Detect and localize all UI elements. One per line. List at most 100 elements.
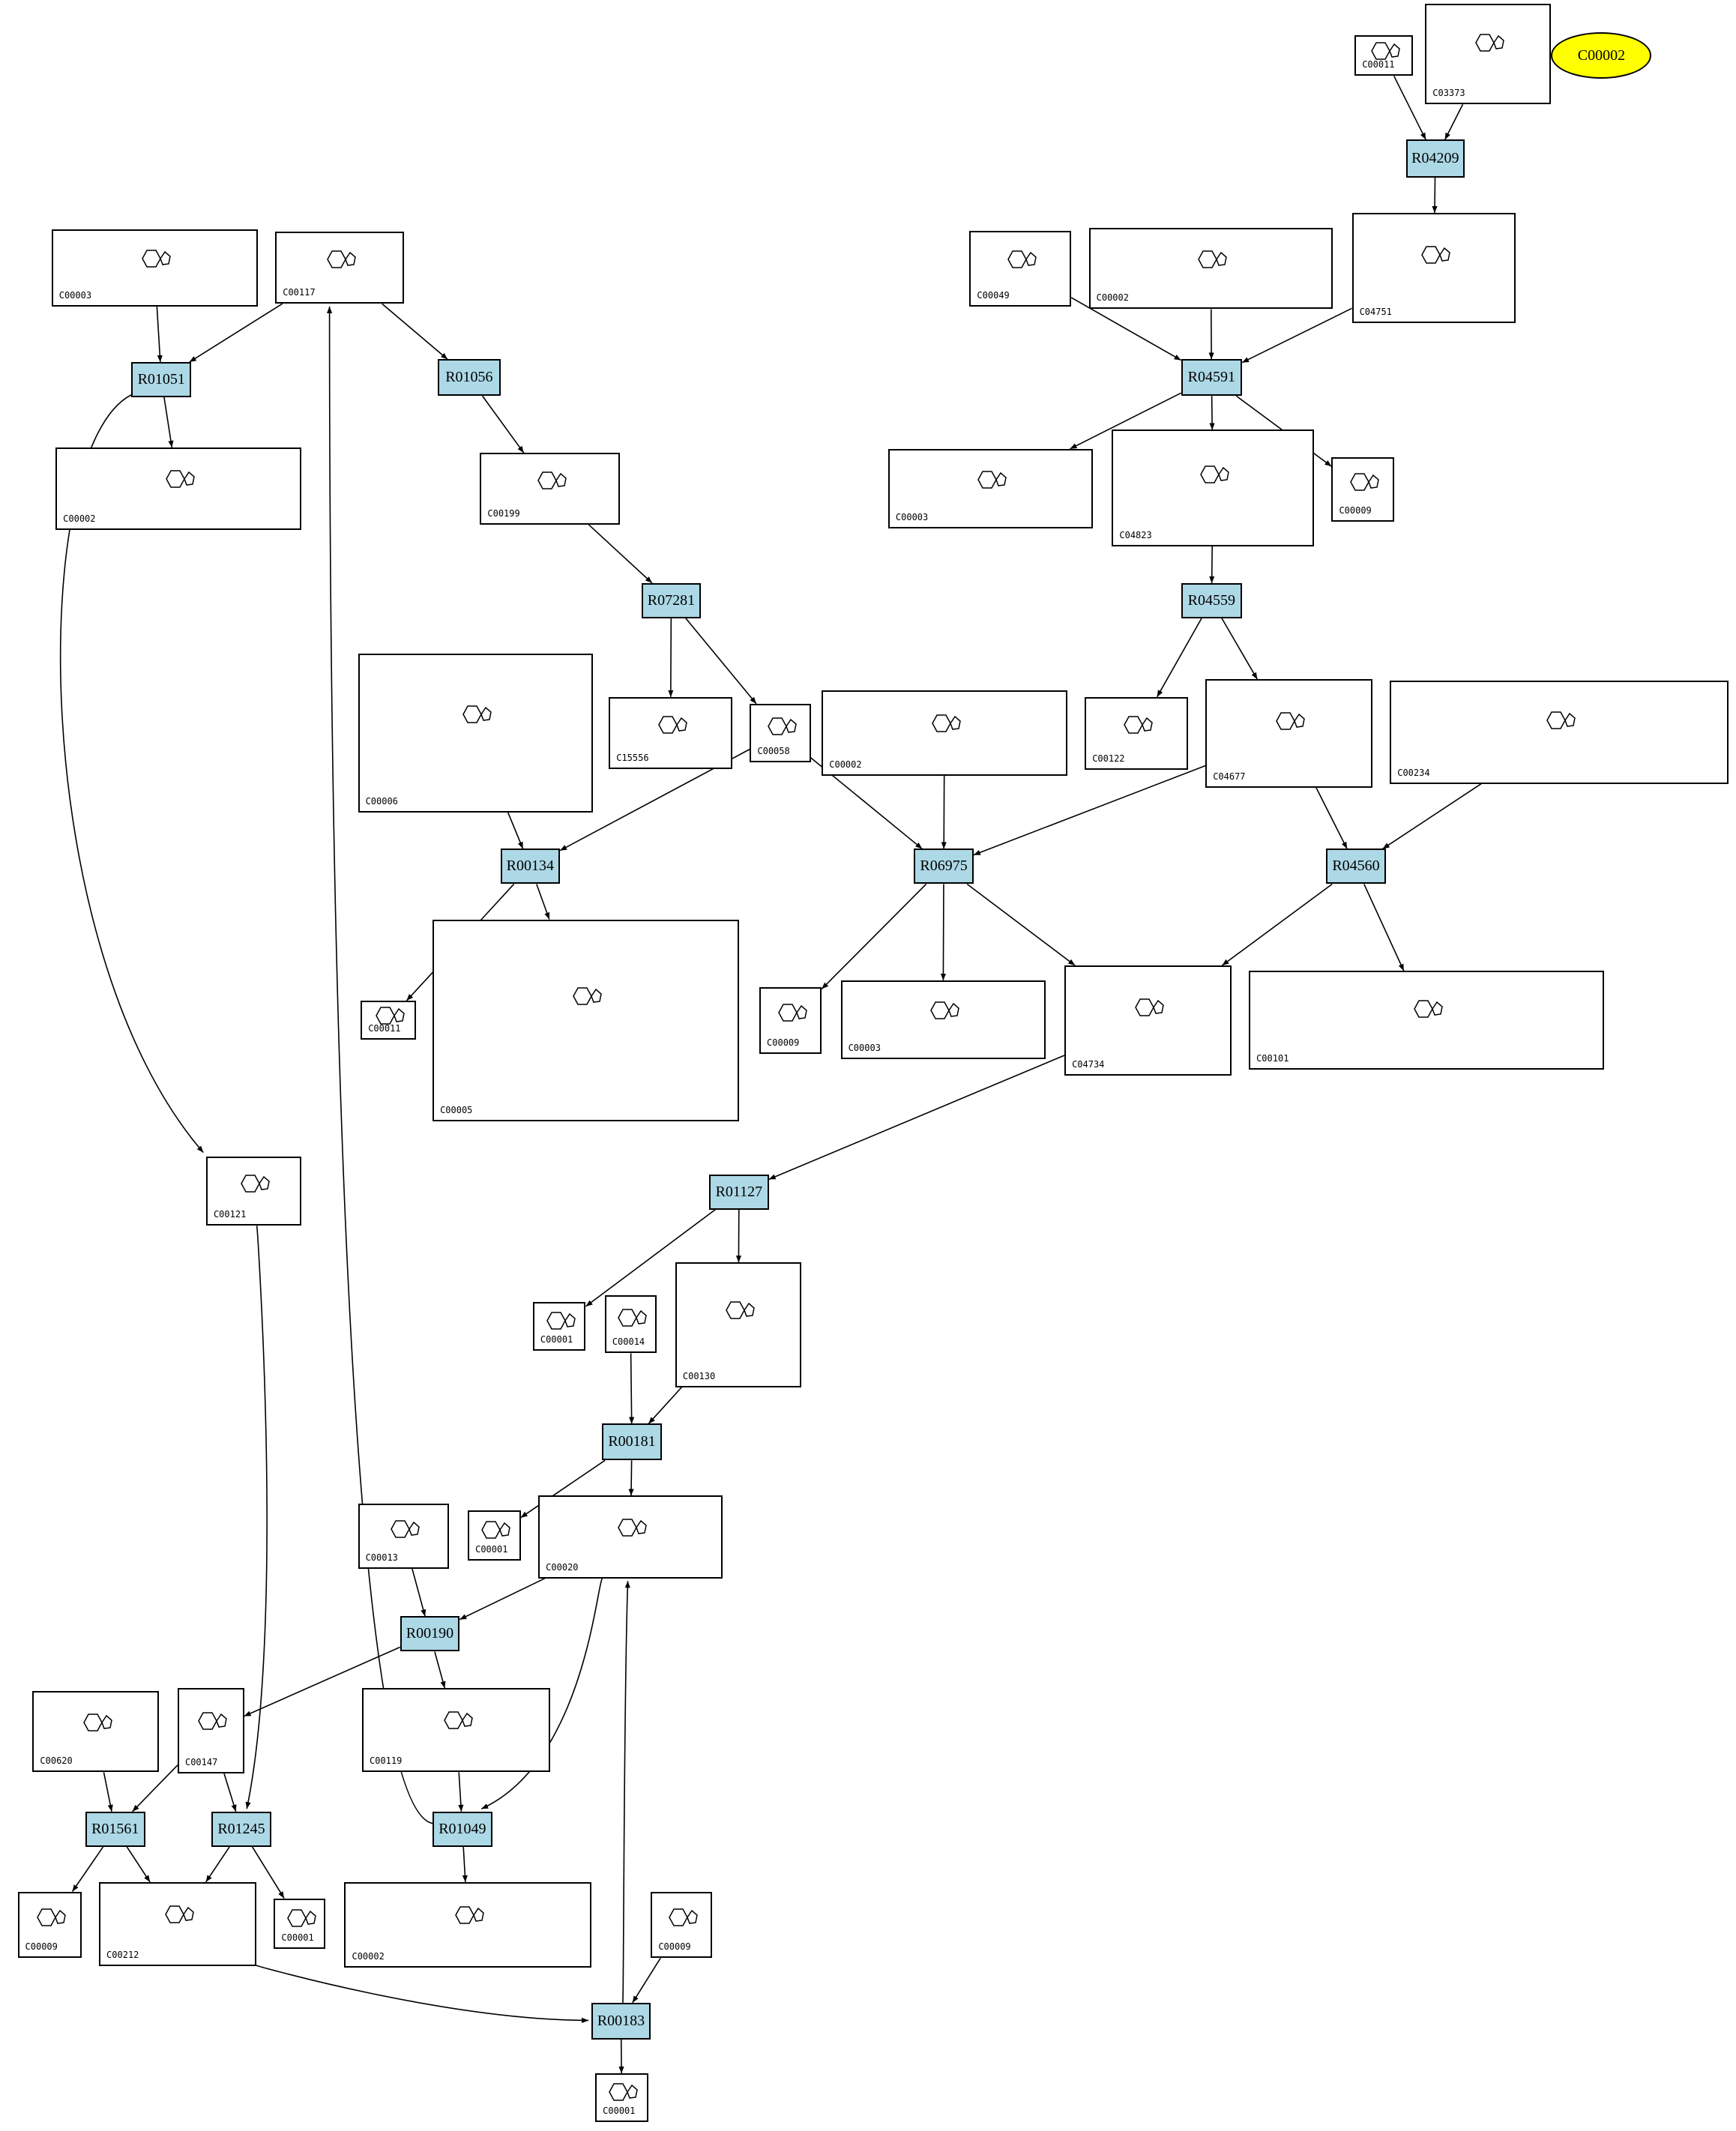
compound-id-label: C00003 xyxy=(58,289,92,301)
reaction-node-r04209[interactable]: R04209 xyxy=(1405,139,1465,178)
edge-c00121-to-r01245 xyxy=(245,1226,268,1809)
compound-id-label: C00130 xyxy=(682,1370,716,1381)
compound-node-c00009[interactable]: C00009 xyxy=(651,1891,712,1959)
compound-node-c00620[interactable]: C00620 xyxy=(32,1690,159,1773)
edge-r00134-to-c00005 xyxy=(536,884,550,920)
compound-id-label: C00009 xyxy=(658,1941,691,1953)
compound-node-c00001[interactable]: C00001 xyxy=(468,1510,521,1561)
edge-c04751-to-r04591 xyxy=(1241,307,1352,364)
compound-node-c00014[interactable]: C00014 xyxy=(604,1294,657,1354)
edge-r06975-to-c04734 xyxy=(966,883,1076,966)
edge-c00212-to-r00183 xyxy=(256,1965,589,2024)
edge-r04560-to-c04734 xyxy=(1221,883,1333,966)
compound-node-c00003[interactable]: C00003 xyxy=(887,448,1094,529)
edge-c00117-to-r01051 xyxy=(189,303,283,363)
compound-id-label: C00009 xyxy=(1339,505,1372,516)
compound-node-c00001[interactable]: C00001 xyxy=(595,2073,648,2123)
compound-id-label: C15556 xyxy=(616,752,649,763)
compound-id-label: C00001 xyxy=(603,2106,636,2117)
compound-node-c00121[interactable]: C00121 xyxy=(205,1157,301,1226)
compound-node-c00013[interactable]: C00013 xyxy=(358,1504,449,1569)
compound-node-c00002[interactable]: C00002 xyxy=(344,1881,591,1968)
edge-r01049-to-c00117 xyxy=(326,306,433,1824)
edge-r04560-to-c00101 xyxy=(1363,884,1405,971)
compound-node-c00020[interactable]: C00020 xyxy=(538,1495,723,1579)
edge-c00011-to-r04209 xyxy=(1393,75,1426,140)
compound-node-c00009[interactable]: C00009 xyxy=(17,1891,82,1959)
compound-id-label: C00011 xyxy=(1362,59,1395,70)
reaction-node-r00183[interactable]: R00183 xyxy=(591,2002,651,2040)
compound-node-c00122[interactable]: C00122 xyxy=(1085,696,1188,771)
compound-node-c04677[interactable]: C04677 xyxy=(1205,679,1372,789)
reaction-node-r01561[interactable]: R01561 xyxy=(85,1811,145,1847)
edge-r01051-to-c00121 xyxy=(59,394,204,1154)
compound-node-c00101[interactable]: C00101 xyxy=(1249,971,1605,1070)
compound-node-c04734[interactable]: C04734 xyxy=(1064,965,1232,1076)
compound-node-c00001[interactable]: C00001 xyxy=(532,1301,586,1351)
compound-id-label: C04823 xyxy=(1119,530,1152,540)
compound-node-c00049[interactable]: C00049 xyxy=(969,230,1072,307)
compound-node-c00058[interactable]: C00058 xyxy=(750,703,811,762)
compound-id-label: C00121 xyxy=(213,1209,247,1220)
compound-node-c04823[interactable]: C04823 xyxy=(1112,429,1314,546)
compound-id-label: C00013 xyxy=(365,1552,398,1563)
compound-node-c00002[interactable]: C00002 xyxy=(822,690,1067,776)
compound-id-label: C00199 xyxy=(487,508,520,519)
edge-r06975-to-c00003 xyxy=(940,884,947,980)
compound-node-c00130[interactable]: C00130 xyxy=(675,1262,802,1387)
reaction-node-r04559[interactable]: R04559 xyxy=(1181,582,1243,618)
compound-node-c00005[interactable]: C00005 xyxy=(433,919,739,1122)
compound-node-c00009[interactable]: C00009 xyxy=(759,986,822,1054)
reaction-node-r06975[interactable]: R06975 xyxy=(914,849,974,884)
compound-node-c00212[interactable]: C00212 xyxy=(99,1881,256,1967)
reaction-node-r00190[interactable]: R00190 xyxy=(400,1616,460,1652)
compound-node-c04751[interactable]: C04751 xyxy=(1351,213,1516,323)
compound-id-label: C04677 xyxy=(1213,771,1246,783)
compound-id-label: C00005 xyxy=(440,1105,473,1116)
reaction-node-r01049[interactable]: R01049 xyxy=(433,1811,492,1847)
compound-node-c00011[interactable]: C00011 xyxy=(361,1001,417,1040)
reaction-node-r01127[interactable]: R01127 xyxy=(709,1174,769,1210)
compound-node-c00119[interactable]: C00119 xyxy=(362,1688,551,1773)
compound-id-label: C00001 xyxy=(540,1333,573,1345)
compound-node-c03373[interactable]: C03373 xyxy=(1425,4,1552,105)
highlighted-compound-c00002[interactable]: C00002 xyxy=(1551,32,1652,79)
compound-node-c00006[interactable]: C00006 xyxy=(358,653,593,813)
edge-r01245-to-c00212 xyxy=(205,1846,230,1883)
compound-id-label: C00234 xyxy=(1397,767,1430,778)
reaction-node-r07281[interactable]: R07281 xyxy=(641,582,702,618)
compound-node-c00011[interactable]: C00011 xyxy=(1354,35,1413,76)
edge-c00117-to-r01056 xyxy=(382,303,448,360)
reaction-node-r04560[interactable]: R04560 xyxy=(1326,849,1386,884)
compound-node-c00199[interactable]: C00199 xyxy=(480,453,620,525)
edge-c00620-to-r01561 xyxy=(103,1772,113,1812)
compound-node-c00147[interactable]: C00147 xyxy=(177,1688,244,1774)
compound-node-c00002[interactable]: C00002 xyxy=(1088,227,1333,310)
reaction-node-r01056[interactable]: R01056 xyxy=(438,359,501,397)
reaction-node-r01051[interactable]: R01051 xyxy=(131,362,192,398)
compound-id-label: C00212 xyxy=(106,1950,139,1961)
compound-node-c00002[interactable]: C00002 xyxy=(55,447,301,531)
compound-node-c00234[interactable]: C00234 xyxy=(1390,681,1729,784)
compound-id-label: C00009 xyxy=(25,1941,58,1953)
compound-id-label: C00020 xyxy=(546,1561,579,1573)
reaction-node-r00181[interactable]: R00181 xyxy=(602,1423,662,1461)
compound-node-c00003[interactable]: C00003 xyxy=(51,229,258,307)
reaction-node-r01245[interactable]: R01245 xyxy=(211,1811,271,1847)
compound-id-label: C04734 xyxy=(1072,1058,1105,1070)
compound-node-c00009[interactable]: C00009 xyxy=(1331,456,1394,522)
edge-r01561-to-c00212 xyxy=(126,1846,151,1883)
edge-c00199-to-r07281 xyxy=(588,524,653,584)
compound-node-c00001[interactable]: C00001 xyxy=(274,1898,326,1949)
reaction-node-r04591[interactable]: R04591 xyxy=(1181,359,1243,397)
compound-node-c15556[interactable]: C15556 xyxy=(609,696,732,769)
compound-id-label: C00001 xyxy=(475,1544,508,1555)
compound-id-label: C00119 xyxy=(370,1755,403,1767)
reaction-node-r00134[interactable]: R00134 xyxy=(500,849,561,884)
compound-node-c00003[interactable]: C00003 xyxy=(840,980,1046,1059)
compound-id-label: C00002 xyxy=(829,759,862,770)
compound-node-c00117[interactable]: C00117 xyxy=(275,232,405,304)
compound-id-label: C00006 xyxy=(365,795,398,807)
